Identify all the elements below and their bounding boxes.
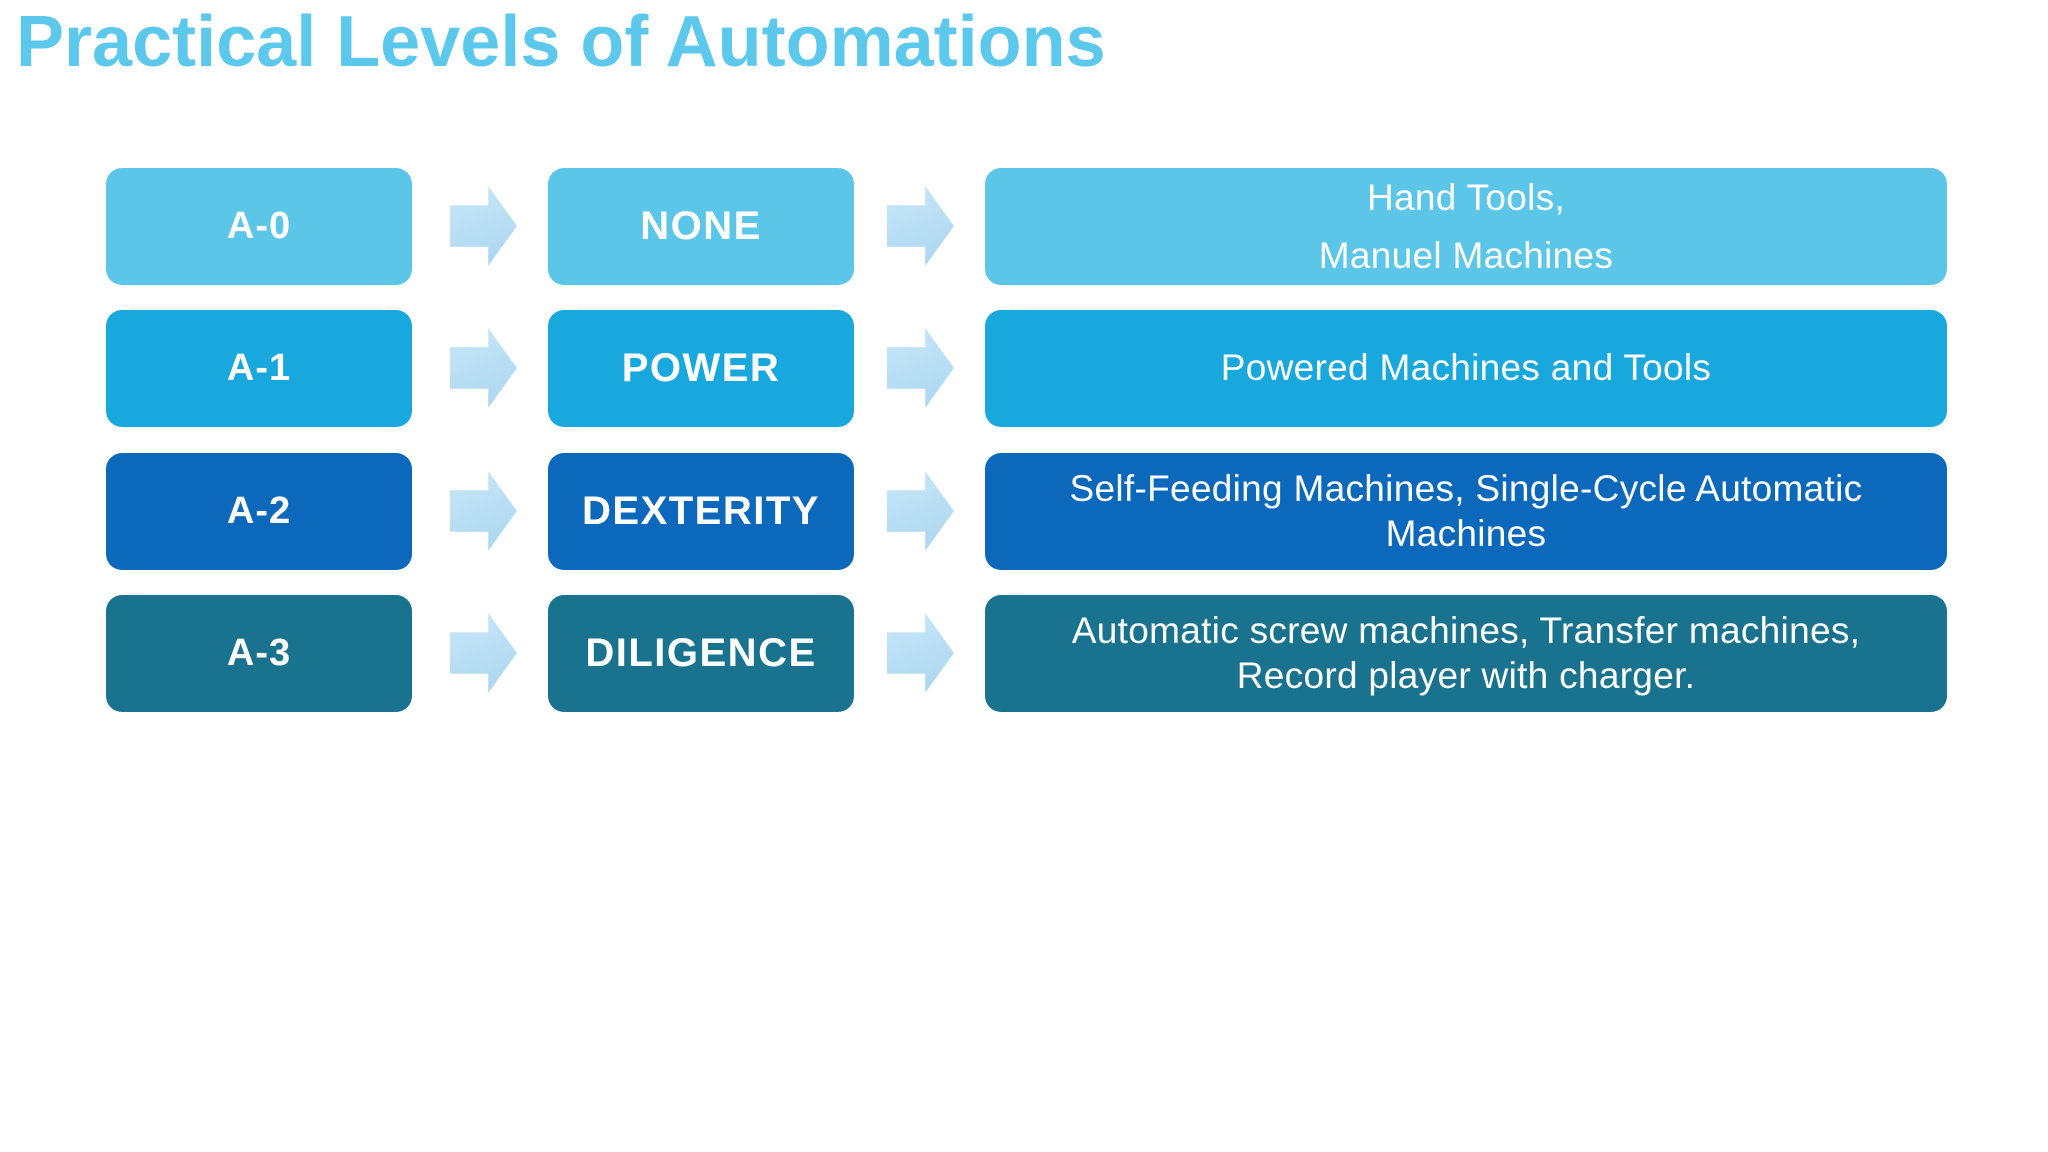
arrow-right-icon — [450, 328, 517, 408]
examples-text: Self-Feeding Machines, Single-Cycle Auto… — [1069, 468, 1863, 554]
category-box: DEXTERITY — [548, 453, 854, 570]
examples-text: Hand Tools, Manuel Machines — [1318, 177, 1614, 276]
level-box: A-1 — [106, 310, 412, 427]
category-box: NONE — [548, 168, 854, 285]
arrow-right-icon — [450, 471, 517, 551]
diagram-row-a3: A-3 DILIGENCE Automatic screw machines, … — [0, 595, 2048, 712]
arrow-right-icon — [887, 613, 954, 693]
category-box: POWER — [548, 310, 854, 427]
examples-box: Self-Feeding Machines, Single-Cycle Auto… — [985, 453, 1947, 570]
examples-box: Automatic screw machines, Transfer machi… — [985, 595, 1947, 712]
level-box: A-0 — [106, 168, 412, 285]
examples-box: Hand Tools, Manuel Machines — [985, 168, 1947, 285]
examples-text: Powered Machines and Tools — [1220, 347, 1712, 389]
examples-box: Powered Machines and Tools — [985, 310, 1947, 427]
diagram-row-a1: A-1 POWER Powered Machines and Tools — [0, 310, 2048, 427]
arrow-right-icon — [887, 328, 954, 408]
diagram-row-a0: A-0 NONE Hand Tools, Manuel Machines — [0, 168, 2048, 285]
level-box: A-2 — [106, 453, 412, 570]
slide-title: Practical Levels of Automations — [16, 2, 1106, 82]
examples-text: Automatic screw machines, Transfer machi… — [1071, 610, 1861, 696]
arrow-right-icon — [887, 186, 954, 266]
diagram-row-a2: A-2 DEXTERITY Self-Feeding Machines, Sin… — [0, 453, 2048, 570]
arrow-right-icon — [450, 613, 517, 693]
arrow-right-icon — [450, 186, 517, 266]
category-box: DILIGENCE — [548, 595, 854, 712]
level-box: A-3 — [106, 595, 412, 712]
arrow-right-icon — [887, 471, 954, 551]
